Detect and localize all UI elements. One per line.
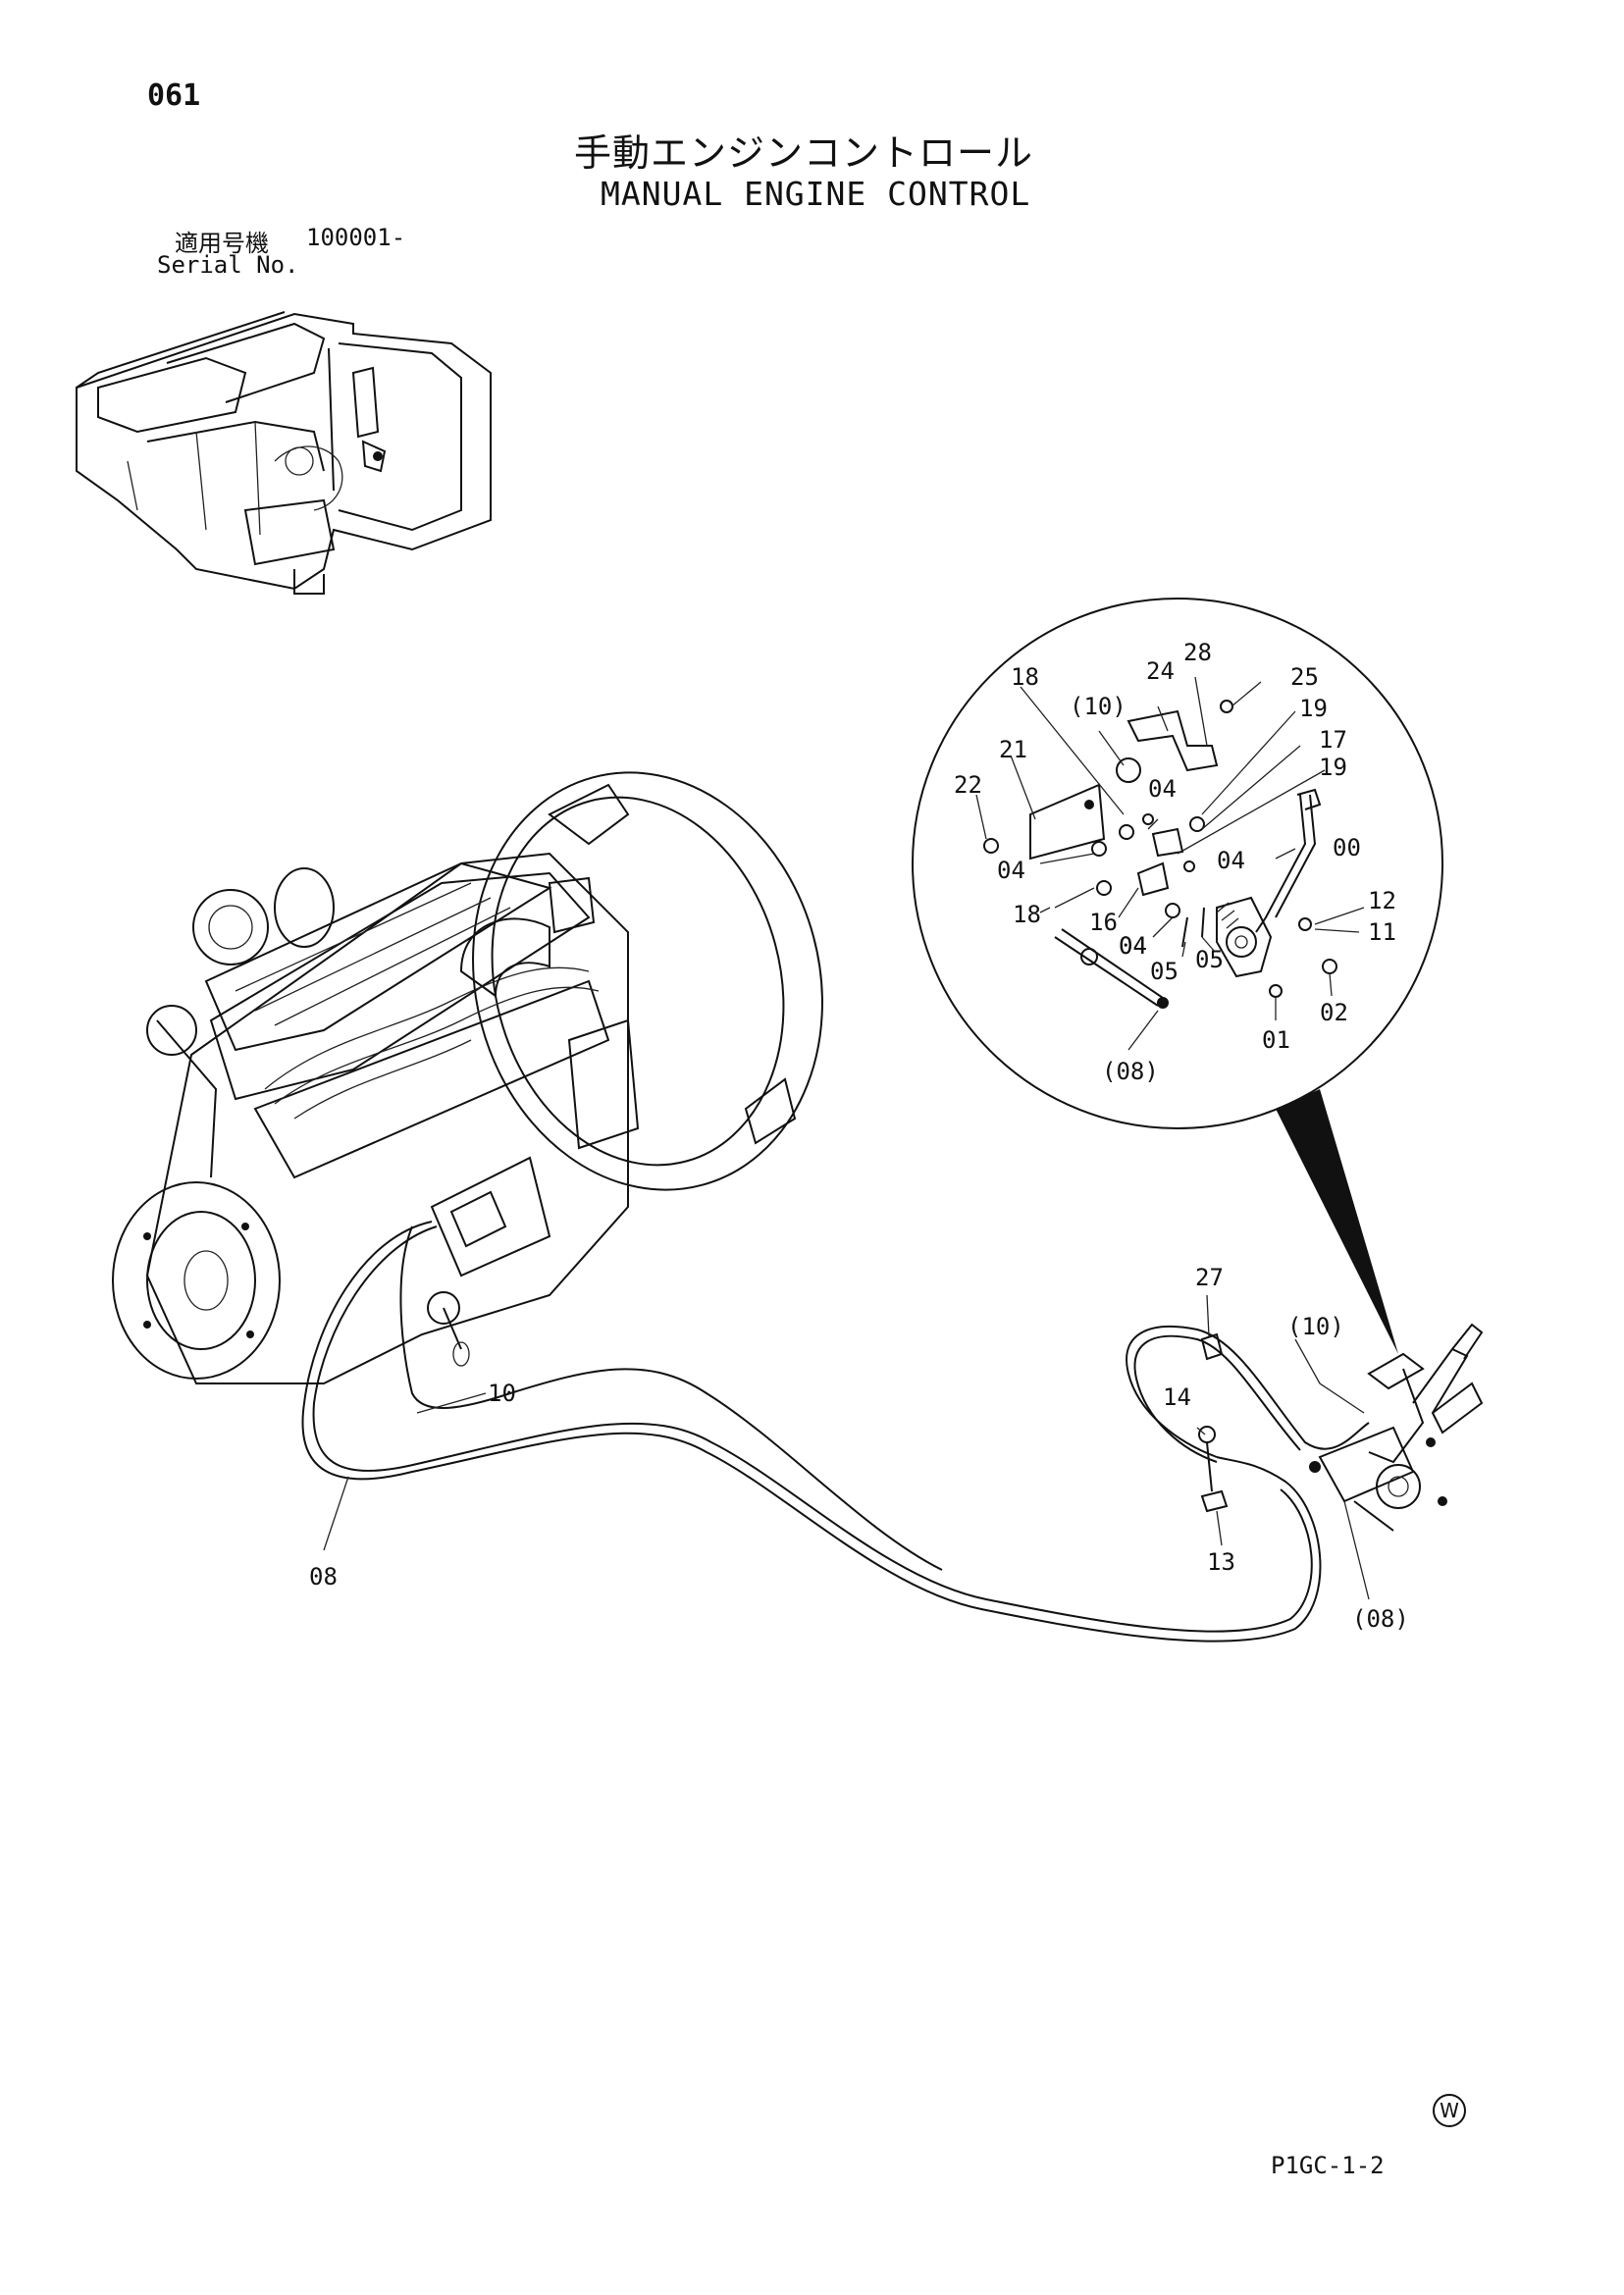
leader-lines [323,676,1370,1600]
callout-19a: 19 [1299,695,1328,722]
page-title-japanese: 手動エンジンコントロール [574,131,1034,175]
callout-12: 12 [1368,887,1396,914]
callout-13: 13 [1207,1548,1235,1576]
callout-08-ref-main: (08) [1352,1605,1409,1633]
callout-08-ref-detail: (08) [1102,1058,1159,1085]
callout-27: 27 [1195,1264,1224,1291]
callout-02: 02 [1320,999,1348,1026]
callout-00: 00 [1333,834,1361,861]
serial-label-japanese: 適用号機 [175,230,269,257]
callout-01: 01 [1262,1026,1290,1054]
callout-17: 17 [1319,726,1347,754]
callout-28: 28 [1183,639,1212,666]
w-mark-icon: W [1433,2094,1466,2127]
serial-label-english: Serial No. [157,251,299,279]
detail-magnifier-circle [912,598,1443,1354]
callout-04b: 04 [997,857,1025,884]
callout-18a: 18 [1011,663,1039,691]
callout-19b: 19 [1319,754,1347,781]
callout-11: 11 [1368,918,1396,946]
page-code: P1GC-1-2 [1271,2152,1385,2179]
page-number: 061 [147,78,201,113]
callout-10: 10 [488,1380,516,1407]
callout-16: 16 [1089,909,1118,936]
callout-22: 22 [954,771,982,799]
callout-21: 21 [999,736,1027,763]
excavator-overview-drawing [76,311,492,595]
callout-04a: 04 [1148,775,1177,803]
callout-04c: 04 [1217,847,1245,874]
cable-drawing [301,1221,1370,1643]
main-callouts: 27 (10) 14 13 (08) 10 08 [309,1264,1409,1633]
page-title-english: MANUAL ENGINE CONTROL [601,175,1031,213]
serial-number-value: 100001- [306,224,406,251]
callout-24: 24 [1146,657,1175,685]
callout-10-ref-main: (10) [1287,1313,1344,1340]
callout-08: 08 [309,1563,338,1591]
callout-10-ref: (10) [1070,693,1126,720]
callout-04d: 04 [1119,932,1147,960]
callout-18b: 18 [1013,901,1041,928]
callout-14: 14 [1163,1383,1191,1411]
detail-callouts: 18 (10) 24 28 25 19 17 19 21 22 04 04 04… [954,639,1396,1085]
callout-04e: 04 [1119,932,1147,960]
callout-25: 25 [1290,663,1319,691]
callout-05a: 05 [1150,958,1179,985]
engine-drawing [112,771,823,1384]
control-lever-drawing [1198,1323,1484,1532]
callout-05b: 05 [1195,946,1224,973]
